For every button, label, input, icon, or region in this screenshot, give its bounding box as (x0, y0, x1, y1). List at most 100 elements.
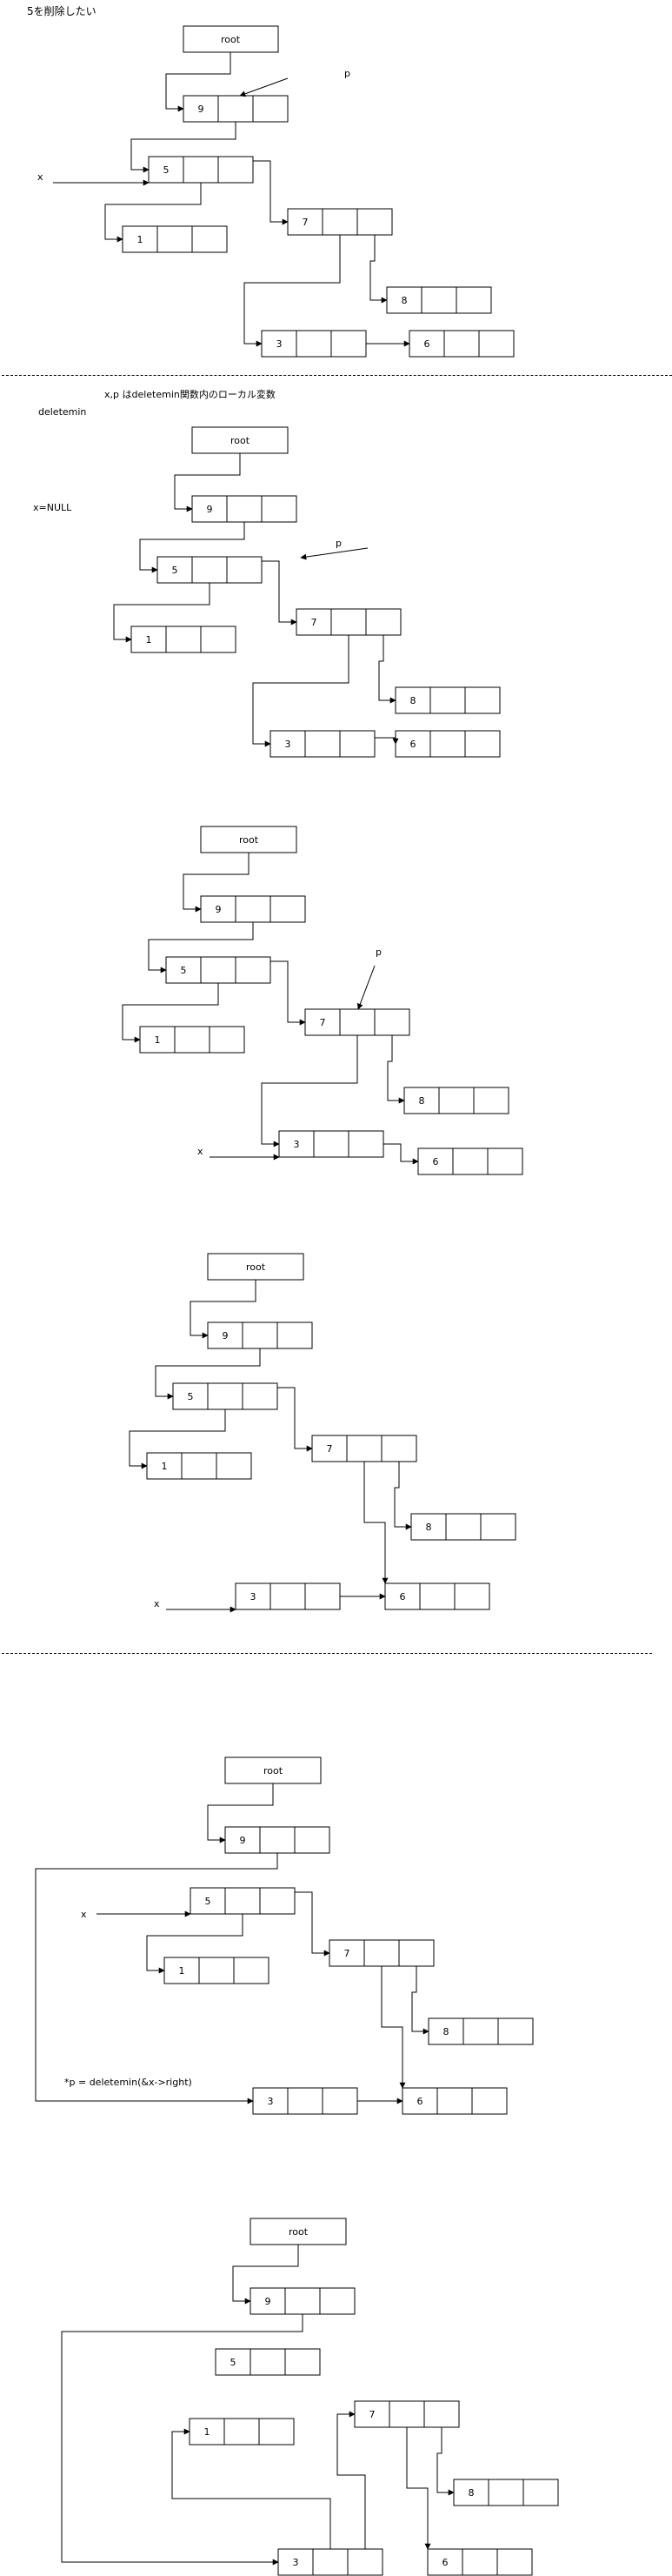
node-8: 8 (403, 1087, 509, 1114)
node-7: 7 (354, 2400, 460, 2428)
node-6: 6 (384, 1582, 490, 1610)
node-value: 7 (311, 617, 317, 628)
node-value: 3 (293, 2557, 299, 2568)
label-x: x (197, 1146, 203, 1157)
root-label: root (289, 2226, 309, 2238)
node-5: 5 (156, 556, 263, 584)
deletemin-label: deletemin (38, 406, 86, 418)
node-7: 7 (304, 1008, 410, 1036)
node-value: 3 (294, 1139, 300, 1150)
node-value: 3 (250, 1591, 256, 1602)
node-value: 1 (137, 234, 143, 245)
node-6: 6 (402, 2087, 508, 2115)
root-label: root (246, 1261, 266, 1273)
node-value: 6 (424, 338, 430, 350)
node-value: 3 (268, 2096, 274, 2107)
node-8: 8 (428, 2017, 534, 2045)
node-3: 3 (261, 330, 367, 358)
node-value: 1 (146, 634, 152, 646)
node-9: 9 (183, 95, 289, 123)
node-3: 3 (235, 1582, 341, 1610)
node-7: 7 (287, 208, 393, 236)
node-3: 3 (269, 730, 376, 758)
node-9: 9 (224, 1826, 330, 1854)
pointer-edges (129, 1280, 412, 1613)
node-value: 9 (216, 904, 222, 915)
node-8: 8 (410, 1513, 516, 1541)
pointer-edges (113, 453, 399, 747)
label-x: x (81, 1909, 87, 1920)
node-value: 8 (469, 2487, 475, 2499)
node-9: 9 (191, 495, 297, 523)
node-8: 8 (386, 286, 492, 314)
root-box: root (200, 826, 297, 853)
root-box: root (183, 25, 279, 53)
node-7: 7 (329, 1939, 435, 1967)
node-8: 8 (395, 686, 501, 714)
node-8: 8 (453, 2479, 559, 2506)
section-6: root 9 5 1 7 8 3 (61, 2218, 559, 2576)
node-value: 6 (417, 2096, 423, 2107)
node-value: 6 (442, 2557, 449, 2568)
section-3: root 9 5 1 7 8 3 (122, 826, 523, 1175)
node-value: 9 (223, 1330, 229, 1342)
root-label: root (263, 1765, 283, 1776)
node-3: 3 (278, 1130, 384, 1158)
node-9: 9 (250, 2287, 356, 2315)
node-value: 7 (320, 1017, 326, 1028)
node-value: 5 (205, 1896, 211, 1907)
node-6: 6 (409, 330, 515, 358)
node-value: 6 (433, 1156, 439, 1168)
node-7: 7 (296, 608, 402, 636)
pointer-edges (53, 52, 410, 347)
node-5: 5 (190, 1887, 296, 1915)
label-p: p (336, 538, 342, 549)
node-value: 7 (303, 217, 309, 228)
locals-note: x,p はdeletemin関数内のローカル変数 (104, 388, 276, 400)
node-value: 9 (198, 104, 204, 115)
section-2: x,p はdeletemin関数内のローカル変数 deletemin x=NUL… (33, 388, 501, 758)
node-value: 8 (410, 695, 416, 706)
node-value: 5 (188, 1391, 194, 1402)
pointer-edges (122, 853, 419, 1165)
section-divider (2, 375, 672, 376)
node-value: 1 (155, 1034, 161, 1046)
label-x: x (37, 171, 43, 183)
node-value: 9 (240, 1835, 246, 1846)
label-x: x (154, 1598, 160, 1609)
node-value: 5 (230, 2357, 236, 2368)
node-1: 1 (146, 1452, 252, 1480)
node-1: 1 (122, 225, 228, 253)
node-value: 3 (276, 338, 283, 350)
node-value: 8 (443, 2026, 449, 2037)
node-5: 5 (148, 156, 254, 184)
node-value: 8 (419, 1095, 425, 1107)
node-value: 1 (204, 2426, 210, 2438)
page-title: 5を削除したい (27, 4, 96, 17)
label-p: p (344, 68, 350, 79)
node-value: 8 (426, 1522, 432, 1533)
root-box: root (250, 2218, 347, 2245)
root-label: root (239, 834, 259, 846)
node-value: 5 (163, 164, 170, 176)
node-value: 7 (369, 2409, 376, 2420)
node-7: 7 (311, 1435, 417, 1462)
node-5: 5 (172, 1382, 278, 1410)
node-value: 7 (327, 1443, 333, 1455)
label-p: p (376, 947, 382, 958)
node-5: 5 (165, 956, 271, 984)
node-value: 1 (179, 1965, 185, 1977)
node-5: 5 (215, 2348, 321, 2376)
node-6: 6 (417, 1147, 523, 1175)
node-value: 9 (265, 2296, 271, 2307)
node-value: 7 (344, 1948, 350, 1959)
root-box: root (224, 1756, 322, 1784)
section-5: root 9 5 1 7 8 3 (35, 1756, 534, 2115)
node-value: 1 (162, 1461, 168, 1472)
section-divider (2, 1653, 652, 1654)
node-value: 8 (402, 295, 408, 306)
node-6: 6 (427, 2548, 533, 2576)
root-box: root (207, 1253, 304, 1281)
assignment-label: *p = deletemin(&x->right) (64, 2077, 192, 2088)
